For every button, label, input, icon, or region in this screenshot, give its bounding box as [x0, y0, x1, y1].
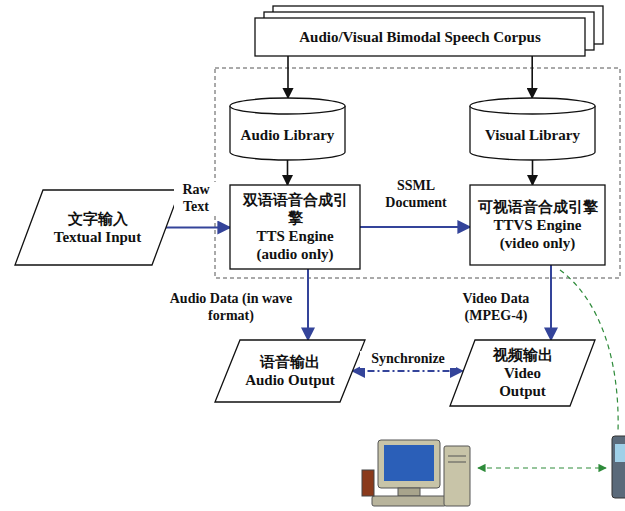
connector — [166, 227, 230, 229]
library-cylinder: Audio Library — [230, 98, 345, 160]
outline-part — [215, 340, 365, 402]
node-outline — [215, 340, 365, 402]
node-text: TTVS Engine (video only) — [476, 216, 599, 252]
outline-part — [230, 185, 360, 269]
connector — [353, 370, 463, 372]
process-box: 可视语音合成引擎TTVS Engine (video only) — [470, 185, 605, 265]
node-text: 语音输出 — [260, 353, 320, 371]
connector — [550, 265, 552, 340]
input-parallelogram: 文字输入Textual Input — [15, 190, 180, 265]
node-text: Audio/Visual Bimodal Speech Corpus — [299, 28, 541, 46]
outline-part — [450, 340, 595, 406]
node-content: Audio/Visual Bimodal Speech Corpus — [255, 18, 585, 56]
device-link — [478, 467, 606, 468]
node-text: TTS Engine (audio only) — [236, 227, 354, 263]
outline-part — [230, 98, 345, 114]
node-content: 语音输出Audio Output — [215, 340, 365, 402]
connector — [531, 56, 533, 98]
process-box: 双语语音合成引擎TTS Engine (audio only) — [230, 185, 360, 269]
node-outline — [15, 190, 180, 265]
output-parallelogram: 视频输出Video Output — [450, 340, 595, 406]
node-text: 文字输入 — [68, 210, 128, 228]
outline-part — [470, 98, 595, 114]
outline-part — [255, 18, 585, 56]
node-content: Visual Library — [470, 98, 595, 160]
node-text: Audio Output — [245, 371, 335, 389]
edge-label: Video Data (MPEG-4) — [444, 291, 548, 325]
node-content: Audio Library — [230, 98, 345, 160]
node-content: 可视语音合成引擎TTVS Engine (video only) — [470, 185, 605, 265]
node-text: 可视语音合成引擎 — [478, 198, 598, 216]
node-content: 双语语音合成引擎TTS Engine (audio only) — [230, 185, 360, 269]
edge-label: Audio Data (in wave format) — [158, 291, 304, 325]
node-content: 视频输出Video Output — [450, 340, 595, 406]
connector — [287, 160, 289, 185]
output-parallelogram: 语音输出Audio Output — [215, 340, 365, 402]
node-text: 双语语音合成引擎 — [236, 191, 354, 227]
node-text: 视频输出 — [493, 346, 553, 364]
library-cylinder: Visual Library — [470, 98, 595, 160]
connector — [360, 226, 470, 228]
node-text: Video Output — [479, 364, 566, 400]
outline-part — [470, 185, 605, 265]
node-text: Audio Library — [241, 126, 335, 144]
edge-label: SSML Document — [366, 178, 466, 212]
corpus-document: Audio/Visual Bimodal Speech Corpus — [255, 18, 585, 56]
computer-icon — [362, 440, 470, 506]
node-text: Textual Input — [54, 228, 141, 246]
node-content: 文字输入Textual Input — [15, 190, 180, 265]
phone-icon — [612, 436, 625, 498]
node-text: Visual Library — [485, 126, 580, 144]
engine-region — [215, 68, 620, 278]
connector — [287, 56, 289, 98]
connector — [532, 160, 534, 185]
connector — [307, 269, 309, 340]
outline-part — [15, 190, 180, 265]
edge-label: Raw Text — [174, 182, 218, 216]
edge-label: Synchronize — [360, 351, 456, 368]
